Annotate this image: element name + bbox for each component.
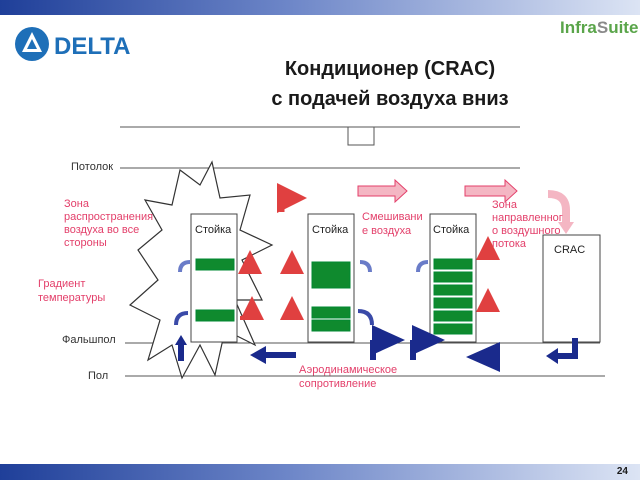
cold-curve-arrow — [357, 309, 374, 326]
floor-arrow-right-2 — [412, 325, 445, 355]
mixing-arrow — [357, 178, 408, 204]
floor-arrow-stem — [410, 340, 416, 360]
cold-curve-arrow — [174, 311, 189, 326]
crac-return-arrow — [555, 338, 578, 359]
bottom-banner — [0, 464, 640, 480]
cold-curve-arrow — [359, 260, 372, 273]
mixing-text: Смешивани е воздуха — [362, 211, 423, 237]
server-block — [433, 297, 473, 309]
server-block — [311, 319, 351, 332]
server-block — [433, 271, 473, 283]
rack-1-label: Стойка — [195, 224, 232, 236]
hot-curve-arrow — [280, 296, 305, 321]
server-block — [433, 258, 473, 270]
server-block — [195, 258, 235, 271]
hot-curve-arrow — [237, 250, 262, 275]
title-line-1: Кондиционер (CRAC) — [284, 58, 496, 80]
floor-arrow-left — [250, 346, 296, 364]
top-banner — [0, 0, 640, 15]
floor-arrow-right — [372, 325, 405, 355]
server-block — [433, 310, 473, 322]
server-block — [433, 323, 473, 335]
delta-logo-text: DELTA — [54, 33, 130, 60]
server-block — [195, 309, 235, 322]
temp-gradient-text: Градиент температуры — [38, 278, 106, 304]
rack-2-label: Стойка — [312, 224, 349, 236]
up-arrow-stem — [178, 343, 184, 361]
ceiling-label: Потолок — [71, 161, 114, 173]
hot-curve-arrow — [475, 288, 500, 313]
delta-logo: DELTA — [15, 27, 130, 61]
page-title: Кондиционер (CRAC) с подачей воздуха вни… — [220, 54, 560, 114]
infrasuite-logo: InfraSuite — [560, 18, 639, 37]
floor-arrow-stem — [370, 340, 376, 360]
hot-curve-arrow — [277, 183, 307, 213]
up-arrow-head — [175, 335, 187, 345]
crac-unit — [542, 234, 601, 343]
page-number: 24 — [616, 466, 628, 477]
server-block — [311, 306, 351, 319]
rack-3-label: Стойка — [433, 224, 470, 236]
directed-zone-text: Зона направленног о воздушного потока — [492, 199, 563, 250]
crac-label: CRAC — [554, 244, 586, 256]
directed-arrow — [464, 178, 518, 204]
server-block — [311, 261, 351, 289]
title-line-2: с подачей воздуха вниз — [271, 88, 509, 110]
server-block — [433, 284, 473, 296]
floor-label: Пол — [88, 370, 109, 382]
floor-arrow-left-2 — [466, 342, 500, 372]
hot-curve-arrow — [475, 236, 500, 261]
hot-curve-arrow — [239, 296, 264, 321]
cold-curve-arrow — [416, 260, 429, 273]
ceiling-vent — [347, 126, 375, 146]
spread-zone-text: Зона распространения воздуха во все стор… — [64, 198, 154, 249]
cold-curve-arrow — [178, 260, 191, 273]
raised-floor-label: Фальшпол — [62, 334, 116, 346]
crac-intake-arrow — [547, 190, 570, 224]
hot-curve-arrow — [280, 250, 305, 275]
aero-resistance-text: Аэродинамическое сопротивление — [299, 364, 398, 390]
